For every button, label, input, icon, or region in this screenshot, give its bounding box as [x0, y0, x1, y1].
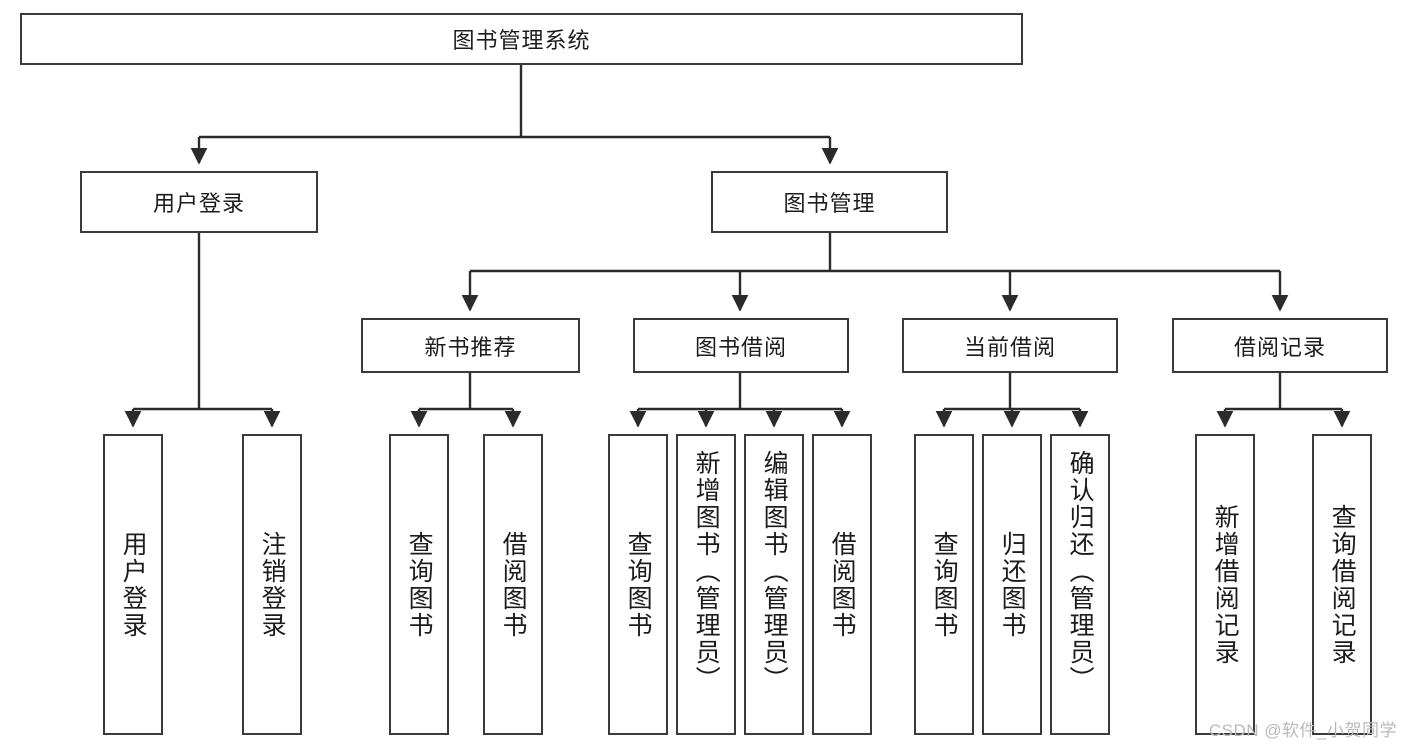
- node-leaf-borrow-book-rec[interactable]: 借阅图书: [483, 434, 543, 735]
- node-leaf-confirm-return[interactable]: 确认归还（管理员）: [1050, 434, 1110, 735]
- node-new-book-recommend[interactable]: 新书推荐: [361, 318, 580, 373]
- node-leaf-logout-label: 注销登录: [258, 530, 287, 639]
- node-leaf-logout[interactable]: 注销登录: [242, 434, 302, 735]
- node-borrow-record[interactable]: 借阅记录: [1172, 318, 1388, 373]
- node-leaf-add-book-label: 新增图书（管理员）: [692, 450, 721, 693]
- node-leaf-query-book-rec[interactable]: 查询图书: [389, 434, 449, 735]
- node-borrow-record-label: 借阅记录: [1233, 334, 1326, 360]
- node-leaf-borrow-book-rec-label: 借阅图书: [499, 530, 528, 639]
- node-leaf-query-book-rec-label: 查询图书: [405, 530, 434, 639]
- node-current-borrow-label: 当前借阅: [963, 334, 1056, 360]
- node-book-borrow-label: 图书借阅: [694, 334, 787, 360]
- node-leaf-query-book-cur-label: 查询图书: [930, 530, 959, 639]
- node-leaf-query-book-cur[interactable]: 查询图书: [914, 434, 974, 735]
- node-leaf-return-book-label: 归还图书: [998, 530, 1027, 639]
- node-leaf-user-login[interactable]: 用户登录: [103, 434, 163, 735]
- node-leaf-return-book[interactable]: 归还图书: [982, 434, 1042, 735]
- node-leaf-add-record[interactable]: 新增借阅记录: [1195, 434, 1255, 735]
- node-book-borrow[interactable]: 图书借阅: [633, 318, 849, 373]
- node-leaf-borrow-book[interactable]: 借阅图书: [812, 434, 872, 735]
- node-leaf-borrow-book-label: 借阅图书: [828, 530, 857, 639]
- node-leaf-user-login-label: 用户登录: [119, 530, 148, 639]
- node-new-book-recommend-label: 新书推荐: [424, 334, 517, 360]
- node-root-label: 图书管理系统: [452, 28, 591, 53]
- node-leaf-query-record-label: 查询借阅记录: [1328, 503, 1357, 666]
- node-book-manage-label: 图书管理: [783, 191, 876, 216]
- node-leaf-add-book[interactable]: 新增图书（管理员）: [676, 434, 736, 735]
- node-leaf-confirm-return-label: 确认归还（管理员）: [1066, 450, 1095, 693]
- node-book-manage[interactable]: 图书管理: [711, 171, 948, 233]
- node-leaf-query-book-borrow[interactable]: 查询图书: [608, 434, 668, 735]
- node-leaf-edit-book-label: 编辑图书（管理员）: [760, 450, 789, 693]
- node-user-login-label: 用户登录: [152, 191, 245, 216]
- node-root[interactable]: 图书管理系统: [20, 13, 1023, 65]
- node-user-login[interactable]: 用户登录: [80, 171, 318, 233]
- node-leaf-query-book-borrow-label: 查询图书: [624, 530, 653, 639]
- node-leaf-query-record[interactable]: 查询借阅记录: [1312, 434, 1372, 735]
- csdn-watermark: CSDN @软件_小贺同学: [1208, 721, 1397, 740]
- node-current-borrow[interactable]: 当前借阅: [902, 318, 1118, 373]
- node-leaf-add-record-label: 新增借阅记录: [1211, 503, 1240, 666]
- node-leaf-edit-book[interactable]: 编辑图书（管理员）: [744, 434, 804, 735]
